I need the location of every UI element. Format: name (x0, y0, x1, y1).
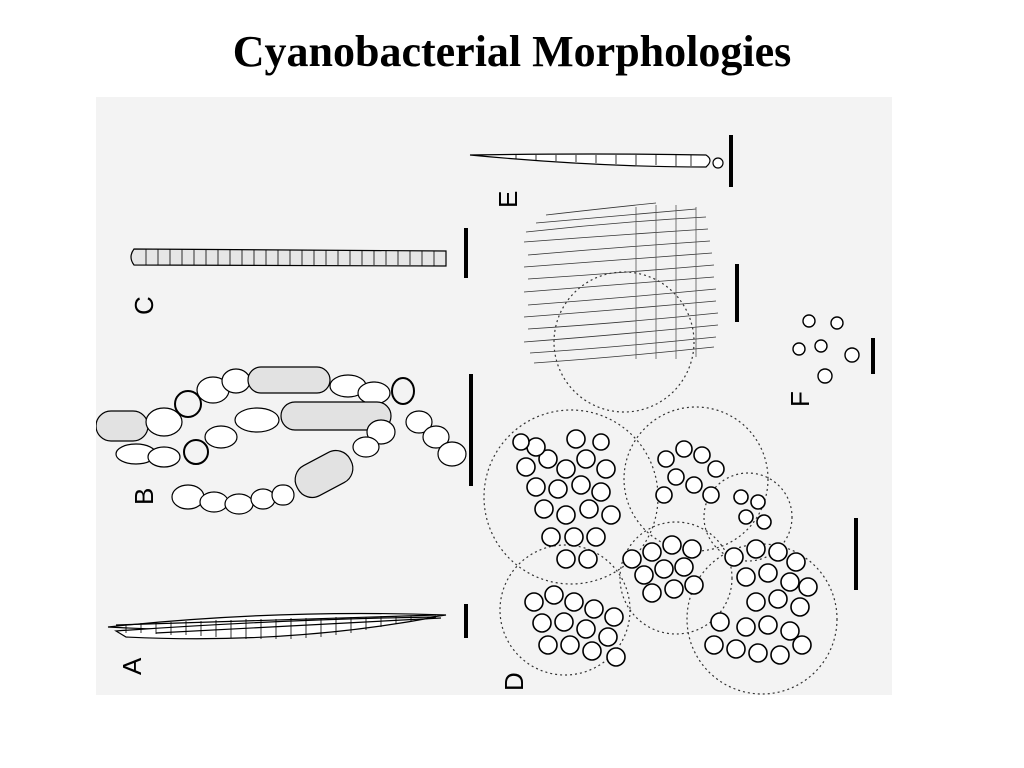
panel-b-label: B (129, 488, 159, 505)
panel-a-drawing (107, 612, 447, 640)
filament-tuft-scale-bar (735, 264, 739, 322)
panel-d-label: D (499, 672, 529, 691)
panel-b-scale-bar (469, 374, 473, 486)
panel-b-drawing (96, 366, 467, 515)
panel-e-drawing (469, 153, 724, 169)
panel-a-label: A (117, 657, 147, 675)
panel-f-label: F (785, 391, 815, 407)
panel-c-label: C (129, 296, 159, 315)
panel-e-scale-bar (729, 135, 733, 187)
panel-d-drawing (483, 271, 838, 695)
filament-tuft-drawing (523, 202, 719, 364)
panel-d-scale-bar (854, 518, 858, 590)
slide-title: Cyanobacterial Morphologies (232, 27, 792, 76)
panel-a-scale-bar (464, 604, 468, 638)
panel-e-label: E (493, 191, 523, 208)
panel-c-drawing (130, 248, 447, 267)
morphology-illustration: A (96, 135, 875, 695)
panel-c-scale-bar (464, 228, 468, 278)
panel-f-drawing (792, 314, 860, 384)
panel-f-scale-bar (871, 338, 875, 374)
morphology-figure: A (96, 97, 892, 695)
